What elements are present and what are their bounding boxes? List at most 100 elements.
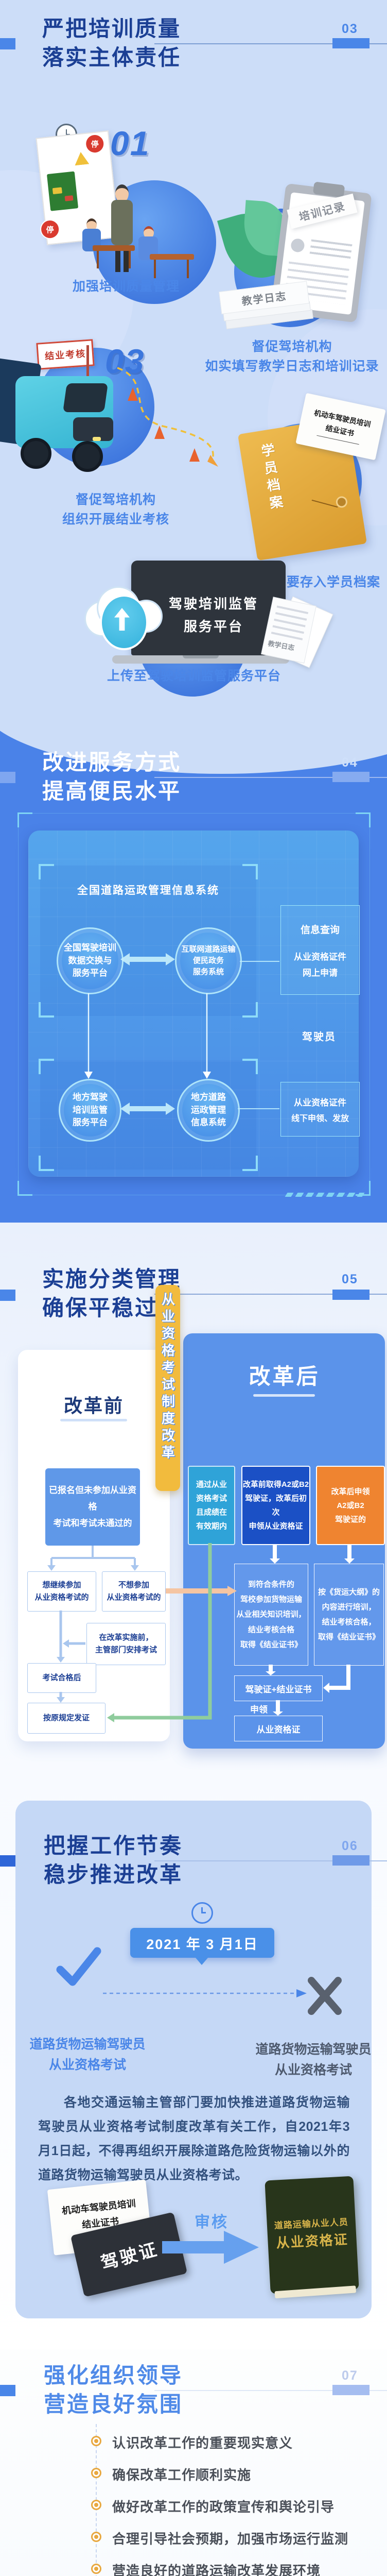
section6-rule (154, 1860, 387, 1861)
date-chip-pointer (196, 1958, 208, 1965)
bullet-marker (91, 2564, 101, 2574)
section4-number: 04 (342, 755, 358, 770)
check-icon (56, 1947, 101, 1986)
passed-exam-box: 通过从业 资格考试 且成绩在 有效期内 (188, 1466, 235, 1545)
info-query-label: 信息查询 (300, 924, 340, 936)
truck-illustration: 结业考核 (0, 330, 242, 484)
section7-title: 强化组织领导 营造良好氛围 (44, 2361, 183, 2419)
certificate-swap-illustration: 机动车驾驶员培训 结业证书 驾驶证 审核 道路运输从业人员 从业资格证 (31, 2169, 360, 2303)
bullet-marker (91, 2532, 101, 2542)
before-top-line1: 已报名但未参加从业资格 (49, 1485, 136, 1512)
laptop-screen-line2: 服务平台 (183, 619, 243, 634)
after-heading: 改革后 (249, 1364, 320, 1388)
timeline-left-label: 道路货物运输驾驶员 从业资格考试 (21, 2034, 154, 2075)
envelope-label: 学员档案 (258, 442, 285, 514)
section3-title-line1: 严把培训质量 (42, 16, 182, 41)
node-text: 服务平台 (73, 1117, 108, 1128)
node-text: 信息系统 (191, 1117, 226, 1128)
continue-exam-line2: 从业资格考试的 (34, 1593, 89, 1602)
section5-rule (154, 1294, 387, 1295)
upload-cloud-icon (82, 581, 165, 650)
clock-hand (66, 129, 67, 135)
exam-course-path (117, 367, 218, 467)
bullet-item: 确保改革工作顺利实施 (112, 2467, 252, 2483)
reform-ribbon-text: 从业资格考试制度改革 (160, 1292, 175, 1462)
no-exam-line1: 不想参加 (118, 1581, 149, 1589)
school-training-line: 驾校参加货物运输 (240, 1595, 302, 1604)
step1-number: 01 (110, 124, 150, 162)
bracket-corner (242, 864, 258, 879)
audit-arrow (162, 2231, 259, 2264)
frame-corner (356, 812, 371, 827)
flying-docs: 教学日志 (261, 596, 333, 668)
truck-cab (15, 376, 113, 448)
post-reform-line: A2或B2 (337, 1501, 364, 1510)
bullet-item: 合理引导社会预期，加强市场运行监测 (112, 2531, 349, 2547)
audit-label: 审核 (195, 2214, 228, 2231)
section4-left-accent (0, 772, 15, 783)
clipboard-illustration: 培训记录 教学日志 (217, 181, 376, 337)
section4-title-line1: 改进服务方式 (42, 750, 182, 774)
step3-caption-line2: 组织开展结业考核 (62, 512, 169, 527)
book-title-line2: 从业资格证 (275, 2231, 349, 2251)
online-application-box: 信息查询 从业资格证件 网上申请 (280, 905, 360, 995)
traffic-car (52, 187, 62, 195)
frame-corner (17, 1181, 32, 1196)
student-desk-group (131, 224, 198, 281)
laptop-illustration: 驾驶培训监管 服务平台 教学日志 (82, 556, 333, 668)
school-training-line: 取得《结业证书》 (240, 1640, 302, 1649)
section3-rule (154, 43, 387, 44)
section5-number: 05 (342, 1272, 358, 1286)
step1-caption: 加强培训质量管理 (72, 279, 180, 294)
section3-left-accent (0, 38, 15, 49)
pre-reform-license-box: 改革前取得A2或B2 驾驶证，改革后初次 申领从业资格证 (241, 1466, 310, 1545)
after-heading-underline (253, 1394, 315, 1397)
qualification-book: 道路运输从业人员 从业资格证 (265, 2176, 359, 2299)
bracket-corner (242, 1059, 258, 1074)
node-text: 服务系统 (192, 967, 224, 976)
offline-issuance-box: 从业资格证件 线下申领、发放 (280, 1082, 360, 1137)
timeline-right-line2: 从业资格考试 (274, 2063, 352, 2077)
before-top-line2: 考试和考试未通过的 (53, 1518, 132, 1529)
qualification-certificate-box: 从业资格证 (234, 1716, 323, 1741)
qualification-certificate-label: 从业资格证 (256, 1724, 301, 1735)
section6-title-line2: 稳步推进改革 (44, 1862, 183, 1887)
section5-rule-chip (332, 1290, 370, 1300)
step2-caption: 督促驾培机构 如实填写教学日志和培训记录 (201, 337, 383, 376)
archive-illustration: 学员档案 机动车驾驶员培训 结业证书 (237, 393, 386, 562)
outline-training-box: 按《货运大纲》的 内容进行培训， 结业考核合格， 取得《结业证书》 (314, 1564, 384, 1666)
no-exam-line2: 从业资格考试的 (107, 1593, 161, 1602)
node-text: 地方驾驶 (73, 1092, 108, 1103)
section6-title: 把握工作节奏 稳步推进改革 (44, 1832, 183, 1890)
section5-left-accent (0, 1290, 15, 1301)
bottom-illustration: 道路货物运输驾驶员 从业资格考试制度改革 (0, 2571, 387, 2576)
section6-rule-chip (332, 1855, 370, 1866)
arrange-exam-line2: 主管部门安排考试 (95, 1646, 157, 1654)
teacher-body (111, 200, 133, 245)
node-text: 运政管理 (191, 1105, 226, 1115)
classroom-illustration: 停 停 (31, 118, 201, 283)
school-training-line: 从业相关知识培训， (236, 1610, 306, 1619)
node-text: 地方道路 (191, 1092, 226, 1103)
passed-exam-line: 资格考试 (196, 1494, 227, 1503)
section7-title-line2: 营造良好氛围 (44, 2392, 183, 2417)
dashed-timeline-arrow (103, 1989, 307, 1997)
pre-reform-line: 改革前取得A2或B2 (242, 1480, 309, 1489)
bracket-corner (39, 1156, 54, 1171)
section7-rule (154, 2390, 387, 2391)
node-text: 培训监管 (73, 1105, 108, 1115)
local-admin-system-node: 地方道路 运政管理 信息系统 (177, 1079, 240, 1142)
issue-original-label: 按原规定发证 (43, 1714, 90, 1722)
arrange-exam-line1: 在改革实施前， (99, 1633, 153, 1642)
teacher-head (115, 184, 129, 202)
timeline-left-line1: 道路货物运输驾驶员 (29, 2037, 146, 2052)
continue-exam-line1: 想继续参加 (42, 1581, 81, 1589)
online-apply-label-line2: 网上申请 (303, 968, 338, 978)
desk-leg (154, 260, 156, 278)
desk-leg (187, 260, 189, 278)
clock-outline-icon (191, 1902, 213, 1924)
node-text: 互联网道路运输 (181, 945, 236, 954)
blueprint-outer-frame (17, 812, 371, 1197)
envelope-string (311, 499, 338, 508)
outline-training-line: 结业考核合格， (322, 1618, 376, 1626)
